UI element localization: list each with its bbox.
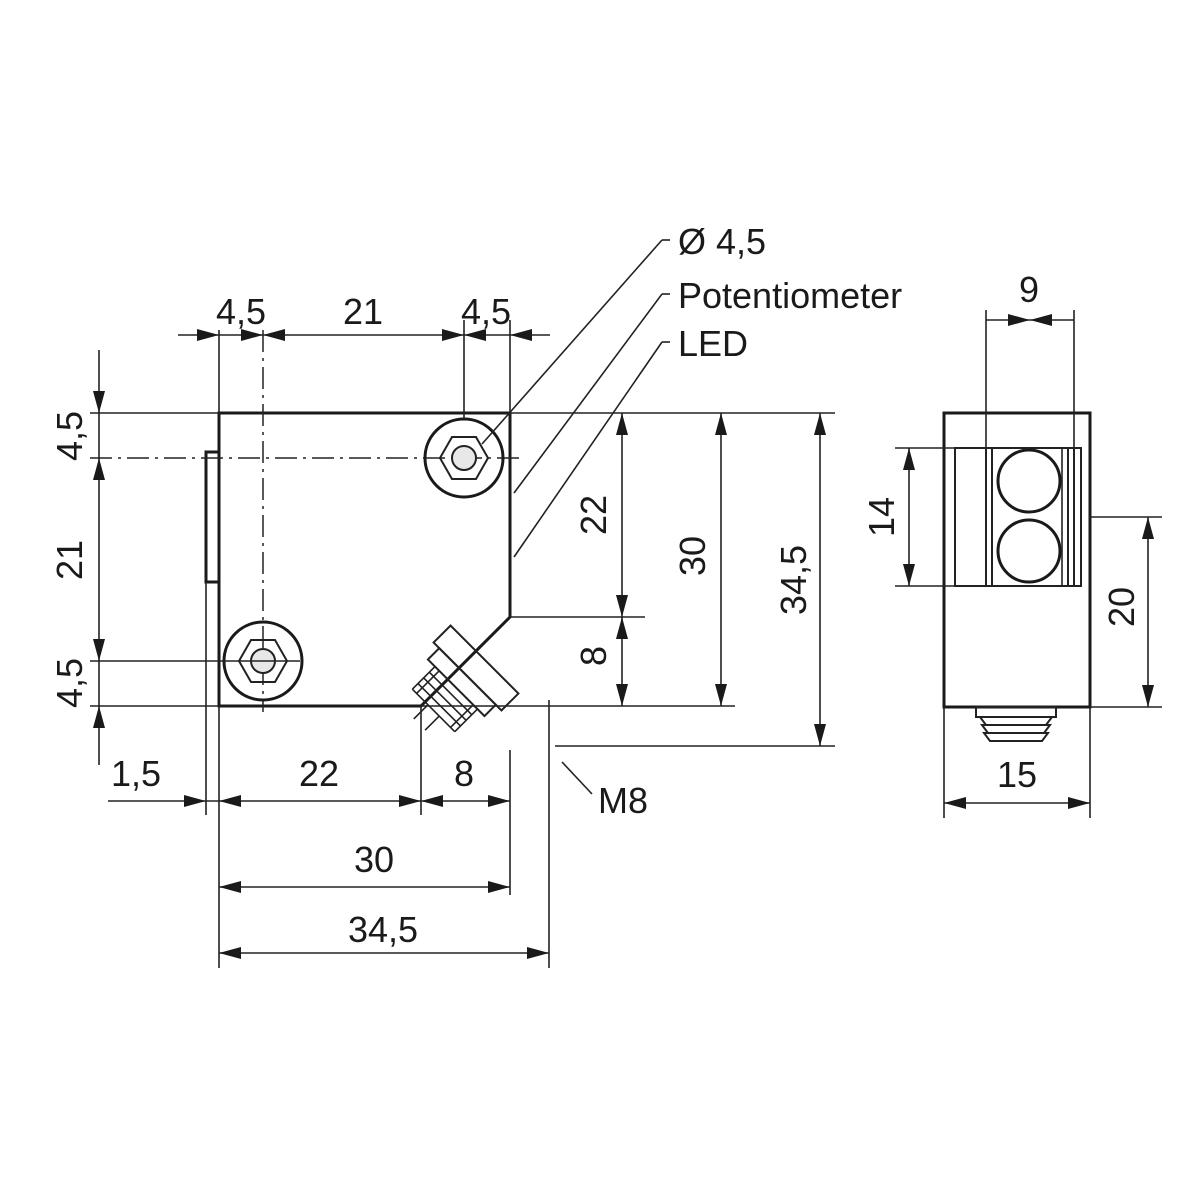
leader-hole-diameter	[481, 239, 663, 445]
lens-lower	[996, 518, 1062, 584]
lens-upper	[996, 448, 1062, 514]
mounting-tab	[204, 450, 219, 584]
leader-potentiometer	[513, 293, 663, 494]
dim-left-hole-spacing: 21	[49, 540, 90, 580]
leader-m8	[561, 761, 593, 795]
sensor-body-outline	[217, 411, 512, 708]
dim-left-top-offset: 4,5	[49, 411, 90, 461]
label-m8: M8	[598, 780, 648, 821]
dim-bottom-tab: 1,5	[111, 753, 161, 794]
label-potentiometer: Potentiometer	[678, 275, 902, 316]
dim-top-hole-spacing: 21	[343, 291, 383, 332]
dim-side-body-width: 15	[997, 754, 1037, 795]
dim-right-lower: 8	[573, 646, 614, 666]
dim-top-right-offset: 4,5	[461, 291, 511, 332]
side-view: 9 14 20 15	[861, 269, 1162, 818]
front-view: 4,5 21 4,5 4,5 21 4,5 22 8 30	[49, 221, 902, 968]
dim-bottom-total-width: 34,5	[348, 909, 418, 950]
dim-right-upper: 22	[573, 495, 614, 535]
dim-bottom-base: 22	[299, 753, 339, 794]
side-connector-thread	[975, 706, 1057, 742]
leader-led	[513, 341, 663, 558]
dim-side-lens-width: 9	[1019, 269, 1039, 310]
lens-window	[954, 447, 1082, 587]
dim-top-left-offset: 4,5	[216, 291, 266, 332]
dim-bottom-chamfer: 8	[454, 753, 474, 794]
dim-right-body-height: 30	[672, 536, 713, 576]
dim-bottom-body-width: 30	[354, 839, 394, 880]
label-hole-diameter: Ø 4,5	[678, 221, 766, 262]
m8-connector	[411, 624, 520, 733]
dim-side-lens-offset: 20	[1101, 587, 1142, 627]
dim-left-bottom-offset: 4,5	[49, 658, 90, 708]
dim-right-total-height: 34,5	[773, 545, 814, 615]
dim-side-lens-height: 14	[861, 497, 902, 537]
label-led: LED	[678, 323, 748, 364]
